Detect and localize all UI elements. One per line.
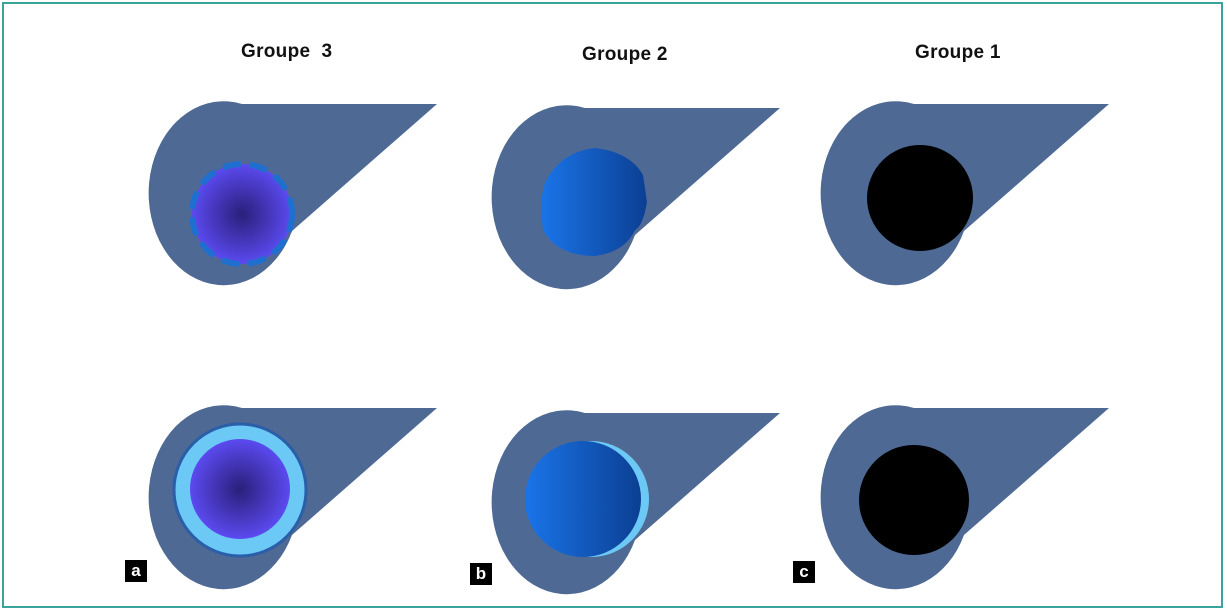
cell-groupe-3-bottom	[148, 405, 437, 590]
panel-label-a: a	[125, 560, 147, 582]
blue-lumen	[525, 441, 641, 557]
cell-groupe-2-bottom	[491, 410, 780, 595]
black-lumen	[867, 145, 973, 251]
panel-label-c: c	[793, 561, 815, 583]
panel-label-b: b	[470, 563, 492, 585]
column-title-groupe-3: Groupe 3	[241, 41, 333, 62]
blue-lumen-irregular	[541, 148, 647, 256]
cell-groupe-2-top	[491, 105, 780, 290]
teardrop-shape	[148, 101, 437, 286]
column-title-groupe-2: Groupe 2	[582, 44, 668, 65]
purple-lumen	[192, 164, 292, 264]
cell-groupe-3-top	[148, 101, 437, 286]
cell-groupe-1-bottom	[820, 405, 1109, 590]
purple-lumen	[190, 439, 290, 539]
black-lumen	[859, 445, 969, 555]
dashed-boundary	[189, 161, 295, 267]
column-title-groupe-1: Groupe 1	[915, 42, 1001, 63]
cell-groupe-1-top	[820, 101, 1109, 286]
